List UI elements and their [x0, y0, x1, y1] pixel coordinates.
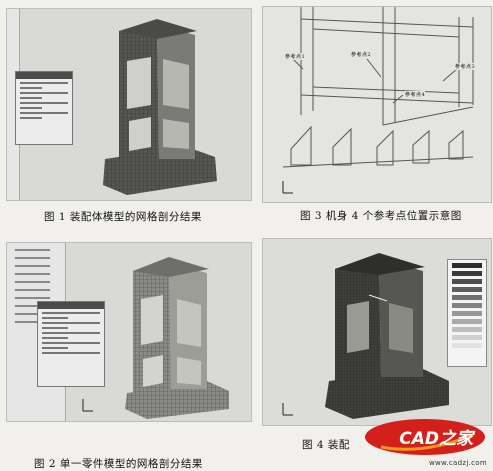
assembly-mesh-model — [103, 19, 217, 195]
assembly-analysis-result — [282, 253, 449, 419]
ref-point-label-1: 参考点1 — [285, 53, 306, 60]
watermark-url: www.cadzj.com — [428, 459, 487, 467]
ref-point-label-4: 参考点4 — [405, 91, 426, 98]
mesh-dialog — [37, 301, 105, 387]
cadzj-logo — [365, 419, 485, 455]
figure-3-caption: 图 3 机身 4 个参考点位置示意图 — [300, 210, 462, 222]
result-legend — [447, 259, 487, 367]
figure-3-image: 参考点1 参考点2 参考点3 参考点4 — [262, 6, 492, 203]
figure-1-caption: 图 1 装配体模型的网格剖分结果 — [44, 211, 202, 223]
mesh-dialog — [15, 71, 73, 145]
figure-2-caption: 图 2 单一零件模型的网格剖分结果 — [34, 458, 203, 470]
figure-4-image — [262, 238, 492, 426]
figure-4-caption: 图 4 装配 — [302, 439, 350, 451]
figure-1-image — [6, 8, 252, 201]
reference-points-diagram — [282, 7, 474, 194]
ref-point-label-3: 参考点3 — [455, 63, 476, 70]
figure-2-image — [6, 242, 252, 422]
ref-point-label-2: 参考点2 — [351, 51, 372, 58]
watermark-logo-text: CAD之家 — [399, 429, 473, 449]
part-mesh-model — [82, 257, 229, 419]
